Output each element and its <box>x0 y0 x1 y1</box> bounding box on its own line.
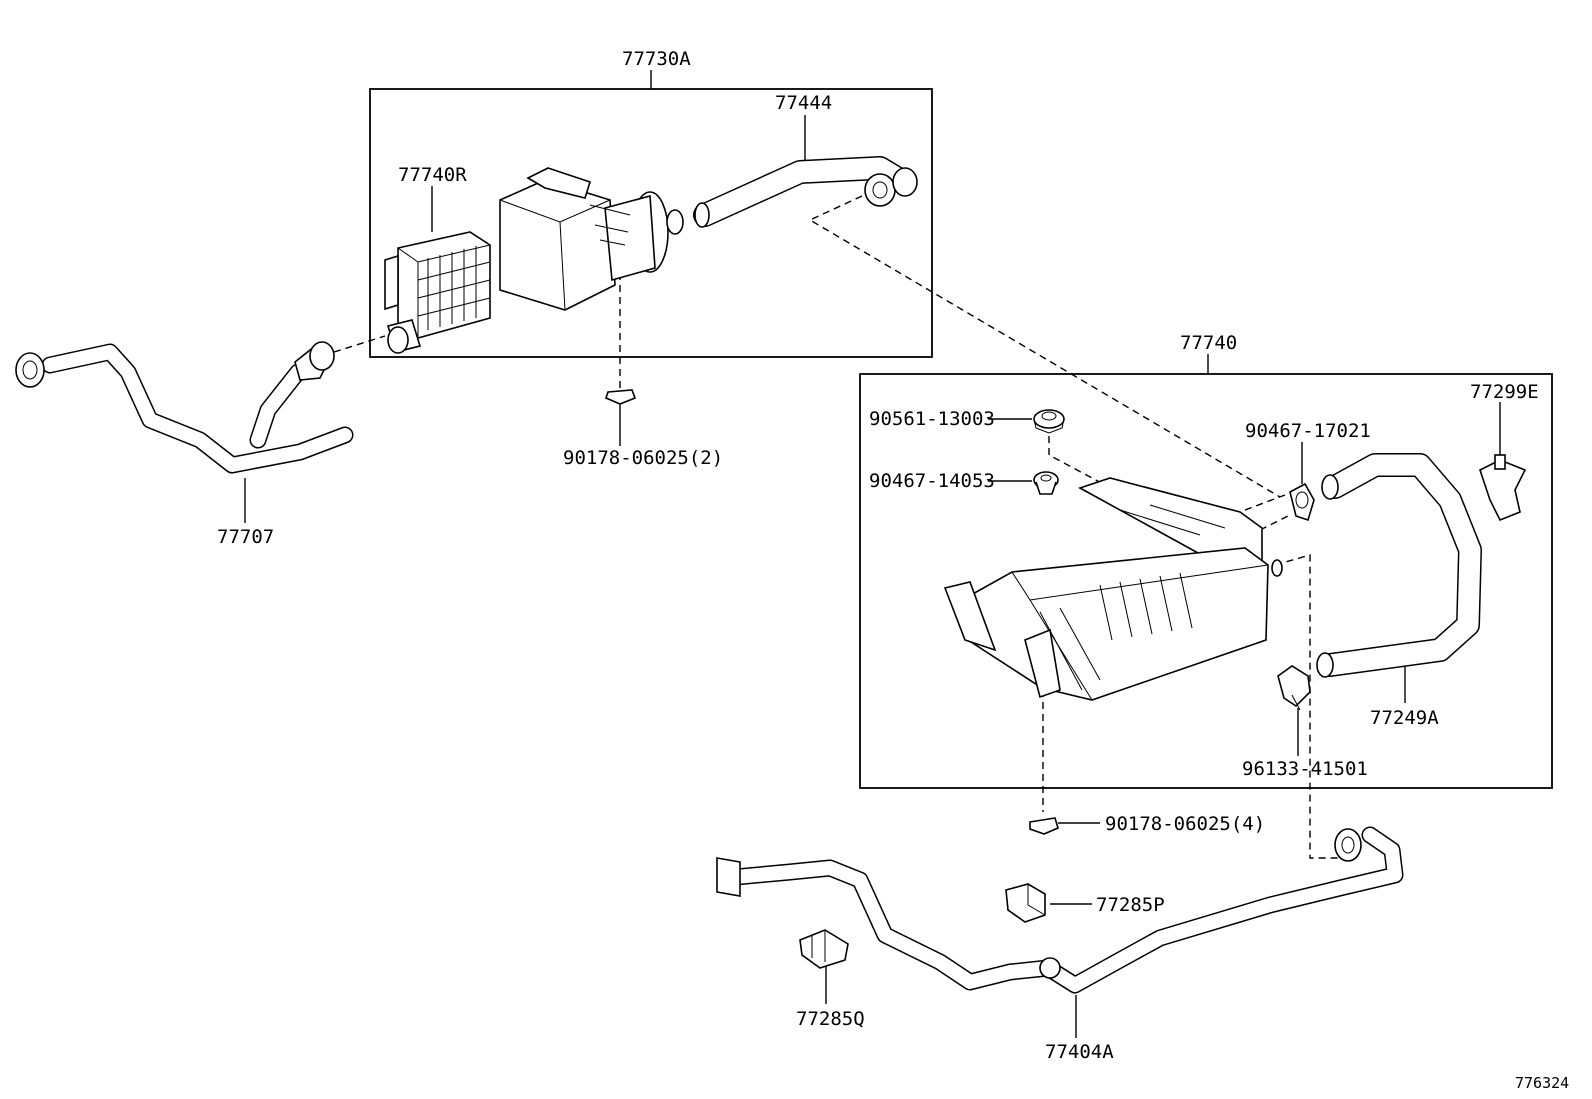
label-96133-41501: 96133-41501 <box>1242 758 1368 780</box>
label-90561-13003: 90561-13003 <box>869 408 995 430</box>
hose-77249A-icon <box>1316 453 1482 678</box>
label-77740R: 77740R <box>398 164 467 186</box>
hose-77404A-icon <box>716 826 1404 994</box>
clip-90178-top-icon <box>605 389 637 410</box>
clamp-77285Q-icon <box>799 929 849 969</box>
label-77404A: 77404A <box>1045 1041 1114 1063</box>
part-labels: 77730A 77444 77740R 90178-06025(2) 77707… <box>217 48 1569 1092</box>
leader-lines <box>244 70 1501 1038</box>
canister-77740-icon <box>943 477 1283 701</box>
label-77444: 77444 <box>775 92 832 114</box>
hose-77444-icon <box>693 156 918 228</box>
clip-90467-14053-icon <box>1033 471 1059 495</box>
filter-77740R-icon <box>384 231 491 354</box>
clamp-77285P-icon <box>1005 883 1046 923</box>
label-77299E: 77299E <box>1470 381 1539 403</box>
grommet-90561-icon <box>1033 409 1065 434</box>
label-77249A: 77249A <box>1370 707 1439 729</box>
assembly-box-77740 <box>859 373 1553 789</box>
label-77285P: 77285P <box>1096 894 1165 916</box>
label-77740: 77740 <box>1180 332 1237 354</box>
clip-96133-icon <box>1277 665 1311 711</box>
label-77730A: 77730A <box>622 48 691 70</box>
label-77285Q: 77285Q <box>796 1008 865 1030</box>
label-90467-17021: 90467-17021 <box>1245 420 1371 442</box>
hose-77707-icon <box>15 341 354 474</box>
diagram-id: 776324 <box>1515 1074 1569 1092</box>
label-90178-06025-4: 90178-06025(4) <box>1105 813 1265 835</box>
clamp-77299E-icon <box>1479 454 1527 522</box>
clip-90178-bottom-icon <box>1029 817 1059 835</box>
label-90178-06025-2: 90178-06025(2) <box>563 447 723 469</box>
clip-90467-17021-icon <box>1289 482 1315 522</box>
valve-77730A-icon <box>499 167 684 311</box>
label-90467-14053: 90467-14053 <box>869 470 995 492</box>
label-77707: 77707 <box>217 526 274 548</box>
